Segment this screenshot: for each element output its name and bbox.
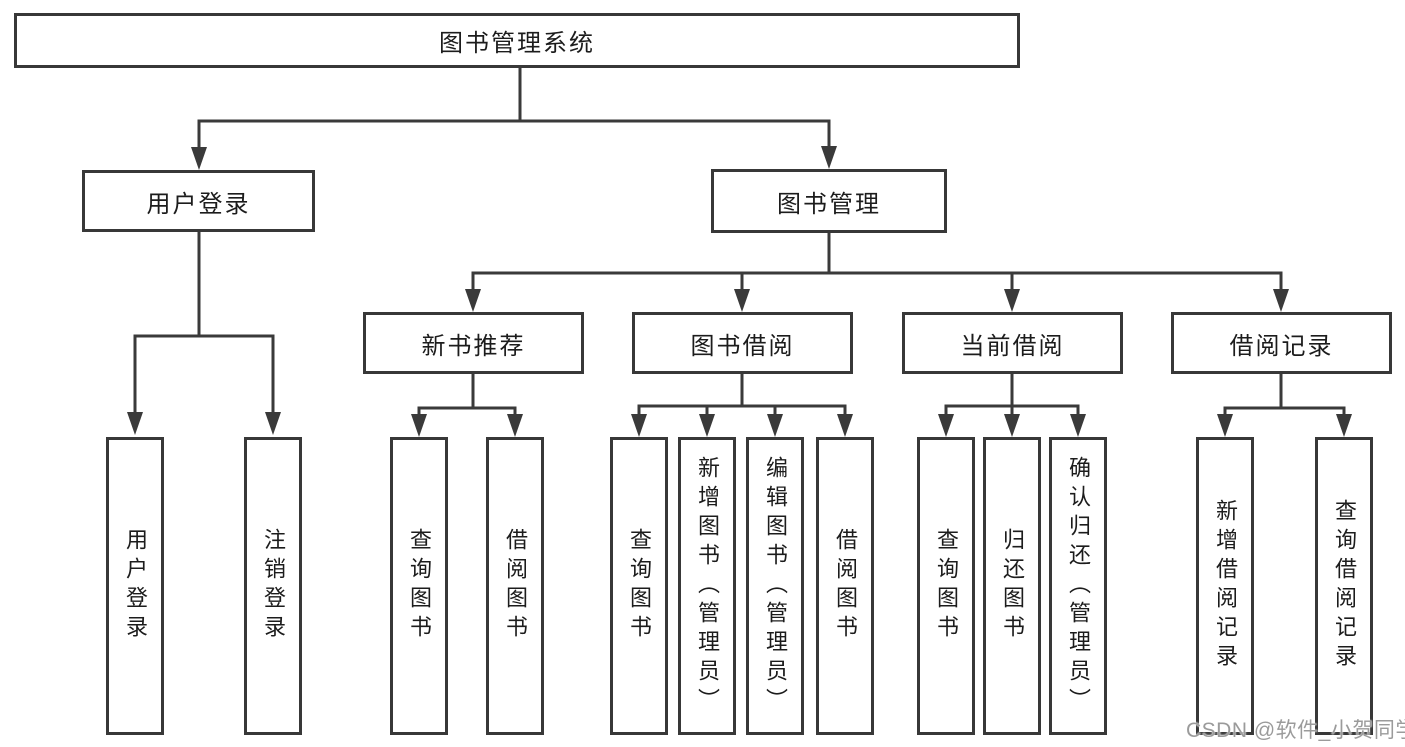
leaf-label: 借阅图书: [503, 528, 528, 644]
leaf-borrow-books: 借阅图书: [816, 437, 874, 735]
leaf-label: 确认归还（管理员）: [1066, 455, 1091, 717]
node-new-book-recommend: 新书推荐: [363, 312, 584, 374]
leaf-logout: 注销登录: [244, 437, 302, 735]
node-borrow-records: 借阅记录: [1171, 312, 1392, 374]
leaf-label: 用户登录: [123, 528, 148, 644]
node-book-management: 图书管理: [711, 169, 947, 233]
node-label: 图书管理系统: [439, 30, 595, 57]
leaf-label: 查询图书: [407, 528, 432, 644]
node-current-borrow: 当前借阅: [902, 312, 1123, 374]
leaf-label: 注销登录: [261, 528, 286, 644]
node-label: 图书管理: [777, 190, 881, 218]
leaf-label: 新增图书（管理员）: [695, 455, 720, 717]
node-user-login: 用户登录: [82, 170, 315, 232]
leaf-query-books: 查询图书: [390, 437, 448, 735]
node-label: 图书借阅: [690, 332, 795, 360]
leaf-user-login: 用户登录: [106, 437, 164, 735]
leaf-add-borrow-record: 新增借阅记录: [1196, 437, 1254, 735]
leaf-add-books-admin: 新增图书（管理员）: [678, 437, 736, 735]
node-label: 当前借阅: [960, 332, 1065, 360]
leaf-query-borrow-record: 查询借阅记录: [1315, 437, 1373, 735]
leaf-label: 查询借阅记录: [1332, 499, 1357, 673]
leaf-label: 查询图书: [934, 528, 959, 644]
leaf-return-books: 归还图书: [983, 437, 1041, 735]
leaf-query-books: 查询图书: [917, 437, 975, 735]
leaf-label: 新增借阅记录: [1213, 499, 1238, 673]
leaf-confirm-return-admin: 确认归还（管理员）: [1049, 437, 1107, 735]
leaf-label: 归还图书: [1000, 528, 1025, 644]
csdn-watermark: CSDN @软件_小贺同学: [1186, 719, 1405, 742]
node-label: 用户登录: [146, 190, 251, 218]
leaf-label: 编辑图书（管理员）: [763, 455, 788, 717]
leaf-label: 查询图书: [627, 528, 652, 644]
node-library-management-system: 图书管理系统: [14, 13, 1020, 68]
leaf-borrow-books: 借阅图书: [486, 437, 544, 735]
node-book-borrow: 图书借阅: [632, 312, 853, 374]
leaf-edit-books-admin: 编辑图书（管理员）: [746, 437, 804, 735]
leaf-label: 借阅图书: [833, 528, 858, 644]
leaf-query-books: 查询图书: [610, 437, 668, 735]
node-label: 新书推荐: [421, 332, 526, 360]
node-label: 借阅记录: [1229, 332, 1334, 360]
